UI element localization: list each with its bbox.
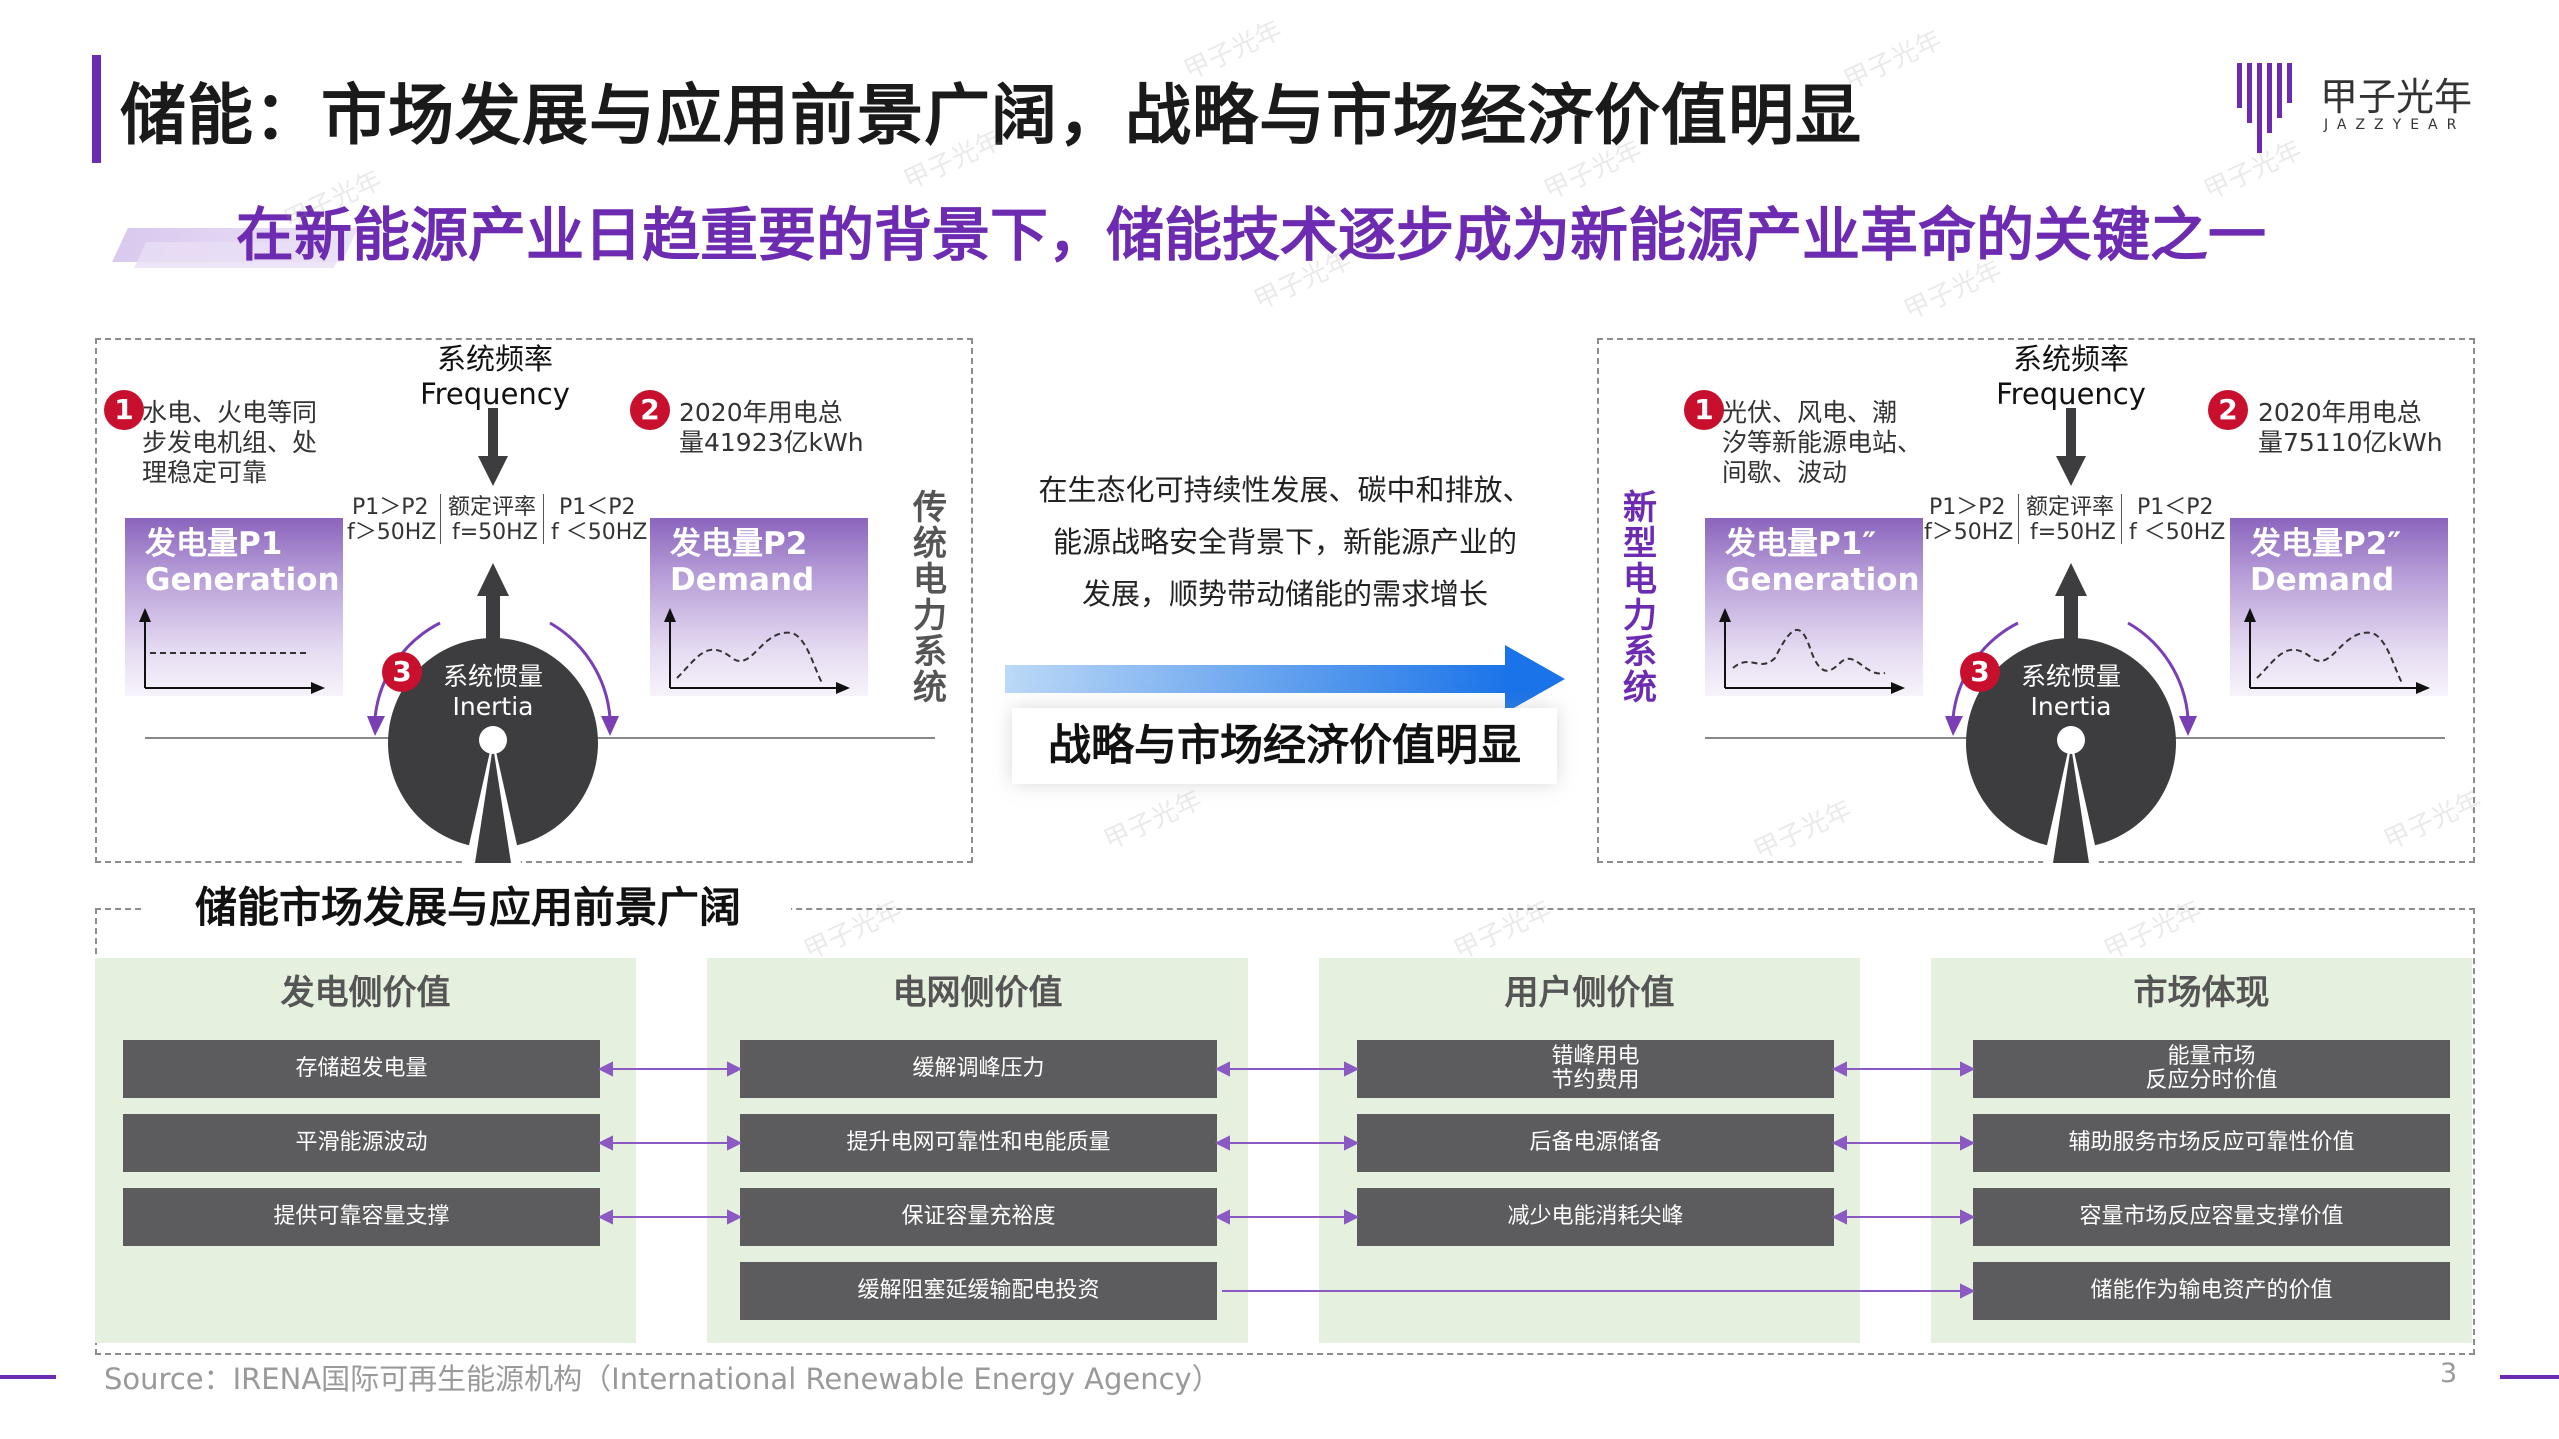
cond-value: f=50HZ [2030, 520, 2116, 545]
footer-bar-left [0, 1375, 56, 1379]
source-note: Source：IRENA国际可再生能源机构（International Rene… [104, 1362, 1221, 1396]
note-2-line: 量41923亿kWh [679, 428, 864, 457]
badge-2: 2 [2208, 390, 2248, 430]
value-item: 错峰用电 节约费用 [1357, 1040, 1834, 1098]
value-item: 缓解阻塞延缓输配电投资 [740, 1262, 1217, 1320]
value-item: 能量市场 反应分时价值 [1973, 1040, 2450, 1098]
strategy-value-label: 战略与市场经济价值明显 [1012, 708, 1557, 784]
demand-subtitle: Demand [670, 562, 815, 598]
freq-en: Frequency [1996, 377, 2146, 411]
traditional-system-panel [95, 338, 973, 863]
column-heading: 市场体现 [2133, 973, 2270, 1013]
note-1-line: 步发电机组、处 [142, 428, 318, 457]
badge-3: 3 [382, 652, 422, 692]
cond-label: P1＜P2 [2137, 495, 2214, 520]
value-item: 储能作为输电资产的价值 [1973, 1262, 2450, 1320]
cond-value: f ＜50HZ [551, 520, 648, 545]
value-item: 容量市场反应容量支撑价值 [1973, 1188, 2450, 1246]
value-item: 保证容量充裕度 [740, 1188, 1217, 1246]
freq-en: Frequency [420, 377, 570, 411]
cond-divider [543, 494, 544, 544]
market-section-title: 储能市场发展与应用前景广阔 [145, 868, 792, 948]
cond-label: 额定评率 [2026, 495, 2115, 520]
page-title: 储能：市场发展与应用前景广阔，战略与市场经济价值明显 [120, 77, 1862, 154]
column-heading: 用户侧价值 [1504, 973, 1675, 1013]
demand-subtitle: Demand [2250, 562, 2395, 598]
cond-divider [2018, 494, 2019, 544]
freq-title: 系统频率 [436, 342, 553, 376]
logo-text: 甲子光年 [2320, 75, 2473, 119]
inertia-title: 系统惯量 [2020, 662, 2121, 691]
cond-label: P1＜P2 [559, 495, 636, 520]
value-item: 缓解调峰压力 [740, 1040, 1217, 1098]
badge-1: 1 [1684, 390, 1724, 430]
jazzyear-logo-icon [2237, 63, 2292, 153]
cond-label: P1＞P2 [352, 495, 429, 520]
note-1-line: 光伏、风电、潮 [1722, 398, 1898, 427]
traditional-system-graphic [139, 408, 935, 863]
new-system-label: 新型电力系统 [1623, 488, 1657, 708]
note-2-line: 量75110亿kWh [2258, 428, 2443, 457]
title-accent-bar [92, 55, 101, 163]
value-item: 存储超发电量 [123, 1040, 600, 1098]
demand-box: 发电量P2″ Demand [2230, 518, 2448, 696]
generation-title: 发电量P1 [145, 526, 283, 562]
value-item: 后备电源储备 [1357, 1114, 1834, 1172]
note-2-line: 2020年用电总 [2258, 398, 2422, 427]
page-number: 3 [2440, 1358, 2458, 1389]
demand-title: 发电量P2 [670, 526, 808, 562]
cond-value: f＞50HZ [1924, 520, 2014, 545]
note-1-line: 理稳定可靠 [142, 458, 268, 487]
value-item: 平滑能源波动 [123, 1114, 600, 1172]
column-heading: 电网侧价值 [892, 973, 1063, 1013]
freq-title: 系统频率 [2012, 342, 2129, 376]
note-1-line: 汐等新能源电站、 [1722, 428, 1923, 457]
generation-box: 发电量P1 Generation [125, 518, 343, 696]
logo-subtext: JAZZYEAR [2324, 117, 2466, 133]
badge-1: 1 [104, 390, 144, 430]
curve-axes-overlay [1719, 608, 2430, 694]
inertia-title: 系统惯量 [442, 662, 543, 691]
new-system-panel [1597, 338, 2475, 863]
inertia-en: Inertia [452, 692, 534, 721]
cond-label: 额定评率 [448, 495, 537, 520]
generation-subtitle: Generation [145, 562, 340, 598]
generation-title: 发电量P1″ [1725, 526, 1877, 562]
note-2-line: 2020年用电总 [679, 398, 843, 427]
inertia-en: Inertia [2030, 692, 2112, 721]
middle-text-line: 能源战略安全背景下，新能源产业的 [1052, 525, 1517, 559]
generation-box: 发电量P1″ Generation [1705, 518, 1923, 696]
value-item: 提供可靠容量支撑 [123, 1188, 600, 1246]
cond-value: f=50HZ [452, 520, 538, 545]
value-item: 辅助服务市场反应可靠性价值 [1973, 1114, 2450, 1172]
footer-bar-right [2500, 1375, 2559, 1379]
middle-text-line: 发展，顺势带动储能的需求增长 [1081, 577, 1488, 611]
cond-value: f ＜50HZ [2129, 520, 2226, 545]
cond-divider [2121, 494, 2122, 544]
cond-label: P1＞P2 [1929, 495, 2006, 520]
column-heading: 发电侧价值 [280, 973, 451, 1013]
badge-3: 3 [1960, 652, 2000, 692]
traditional-system-label: 传统电力系统 [913, 488, 947, 708]
page-subtitle: 在新能源产业日趋重要的背景下，储能技术逐步成为新能源产业革命的关键之一 [236, 201, 2267, 269]
badge-2: 2 [630, 390, 670, 430]
note-1-line: 水电、火电等同 [142, 398, 318, 427]
curve-axes-overlay [139, 608, 850, 694]
right-arrow-icon [1005, 645, 1565, 713]
middle-text-line: 在生态化可持续性发展、碳中和排放、 [1038, 473, 1532, 507]
generation-subtitle: Generation [1725, 562, 1920, 598]
new-system-graphic [1705, 408, 2445, 863]
demand-title: 发电量P2″ [2250, 526, 2402, 562]
cond-value: f＞50HZ [347, 520, 437, 545]
value-item: 提升电网可靠性和电能质量 [740, 1114, 1217, 1172]
note-1-line: 间歇、波动 [1722, 458, 1848, 487]
demand-box: 发电量P2 Demand [650, 518, 868, 696]
value-item: 减少电能消耗尖峰 [1357, 1188, 1834, 1246]
cond-divider [440, 494, 441, 544]
